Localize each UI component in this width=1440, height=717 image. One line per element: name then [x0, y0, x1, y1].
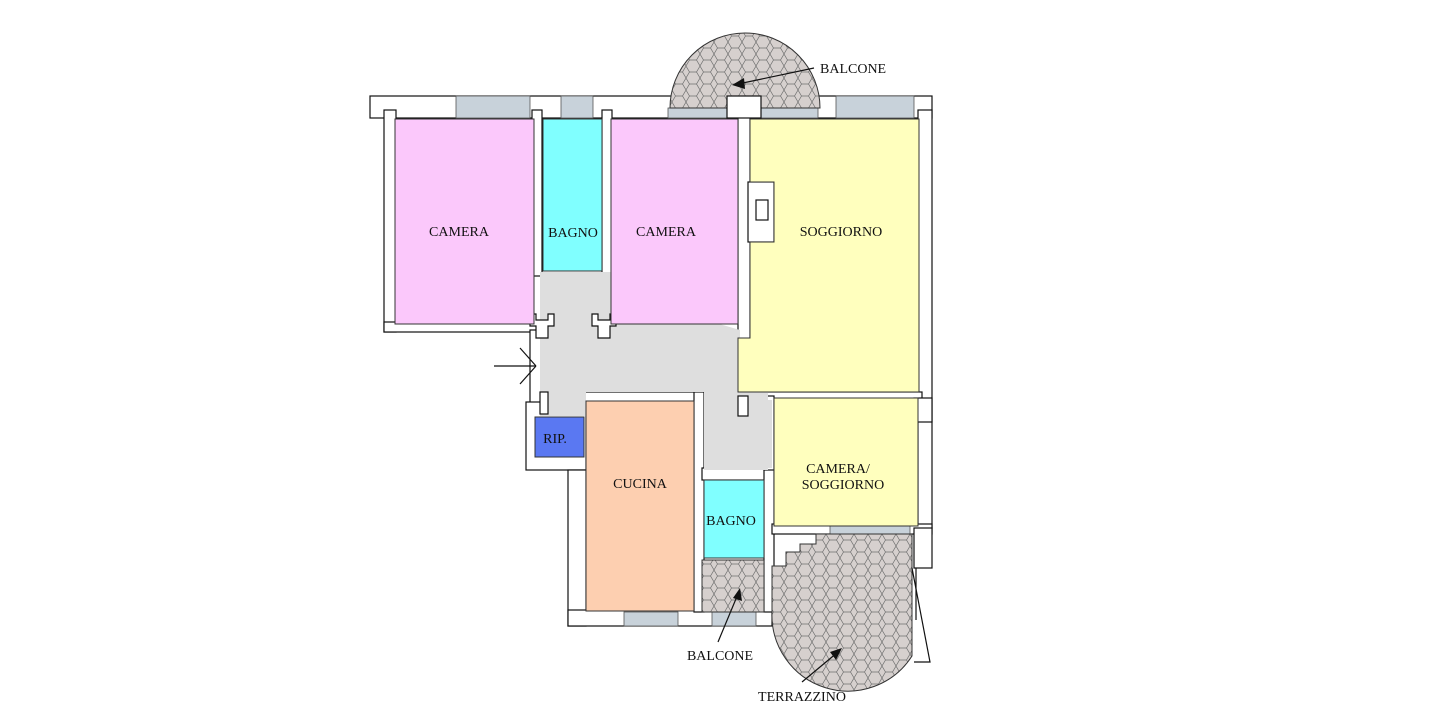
label-ripostiglio: RIP. [543, 432, 567, 447]
label-bagno-1: BAGNO [548, 226, 598, 241]
window-camera-2-b [759, 107, 819, 119]
room-ripostiglio [534, 416, 585, 458]
room-cucina [585, 400, 695, 612]
room-bagno-1 [542, 118, 603, 272]
balcone-top-arrow [737, 67, 815, 85]
window-soggiorno [835, 95, 915, 119]
label-camera-soggiorno-line1: CAMERA/ [806, 462, 870, 477]
door-jamb-corridor [737, 395, 749, 417]
label-soggiorno: SOGGIORNO [800, 225, 882, 240]
room-labels: CAMERA BAGNO CAMERA SOGGIORNO RIP. CUCIN… [429, 225, 884, 529]
entrance-arrow-head-up [519, 347, 537, 367]
label-cucina: CUCINA [613, 477, 668, 492]
soggiorno-column-box [755, 199, 769, 221]
window-camera-1 [455, 95, 531, 119]
corridor-lower [704, 392, 768, 470]
balcone-bottom-arrow [717, 593, 739, 643]
door-jamb-rip [539, 391, 549, 415]
window-bagno-1 [560, 95, 594, 119]
wall-kitchen-left [567, 469, 587, 627]
door-jamb-right [591, 313, 617, 339]
entrance-arrow [494, 347, 537, 385]
label-camera-soggiorno-line2: SOGGIORNO [802, 478, 884, 493]
balcone-bottom-area [701, 559, 765, 613]
callout-labels: BALCONE BALCONE TERRAZZINO [687, 62, 886, 705]
balcone-top-door [726, 95, 762, 119]
label-camera-2: CAMERA [636, 225, 697, 240]
entrance-arrow-head-down [519, 365, 537, 385]
terrazzino-railing [911, 567, 931, 663]
room-camera-1 [394, 118, 535, 325]
balcone-bottom-arrowhead [733, 588, 742, 601]
room-soggiorno [737, 118, 920, 393]
callout-arrows [717, 67, 842, 683]
rooms [394, 118, 920, 612]
balcone-top-area [669, 32, 821, 109]
terrazzino-area [771, 533, 913, 692]
label-balcone-bottom: BALCONE [687, 649, 753, 664]
label-camera-1: CAMERA [429, 225, 490, 240]
wall-column-terrace [913, 527, 933, 569]
outdoor-areas [669, 32, 931, 692]
windows [455, 95, 915, 627]
window-camera-2-a [667, 107, 729, 119]
wall-left-upper [383, 109, 397, 333]
wall-right [917, 109, 933, 529]
room-bagno-2 [703, 479, 765, 559]
window-kitchen [623, 611, 679, 627]
label-terrazzino: TERRAZZINO [758, 690, 846, 705]
terrazzino-arrow [801, 651, 839, 683]
terrazzino-arrowhead [830, 648, 842, 660]
door-jambs [529, 313, 749, 417]
balcone-top-arrowhead [732, 78, 745, 89]
room-camera-2 [610, 118, 739, 325]
label-balcone-top: BALCONE [820, 62, 886, 77]
room-camera-soggiorno [773, 397, 919, 527]
label-bagno-2: BAGNO [706, 514, 756, 529]
window-bagno-2 [711, 611, 757, 627]
